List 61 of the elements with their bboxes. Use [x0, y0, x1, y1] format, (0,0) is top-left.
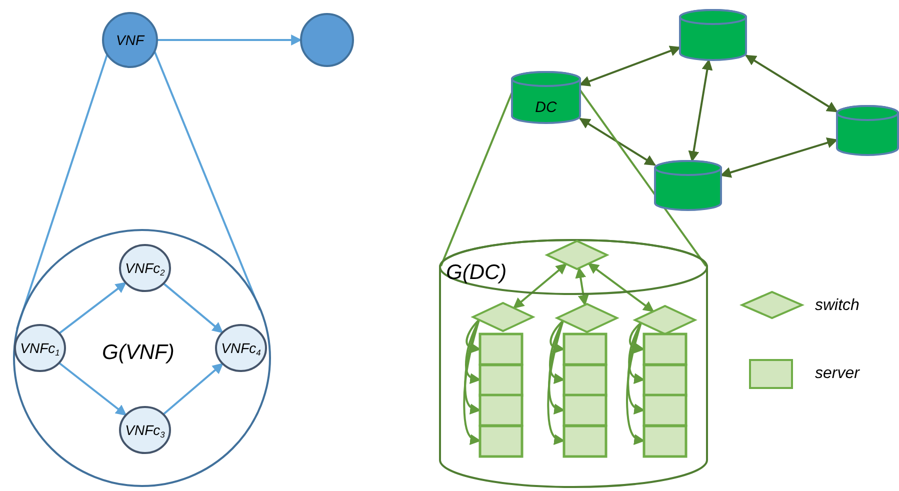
- component-circle: [120, 245, 170, 291]
- cluster-cylinder: [440, 240, 707, 487]
- node-label: VNFc$_{1}$: [20, 341, 60, 355]
- server-box: [644, 334, 686, 364]
- arrow: [157, 34, 302, 46]
- server-box: [480, 334, 522, 364]
- switch-diamond: [473, 303, 533, 331]
- graph-circle: [14, 230, 270, 486]
- server-box: [564, 334, 606, 364]
- function-circle: [103, 13, 157, 67]
- arrow: [626, 322, 646, 445]
- component-circle: [216, 325, 266, 371]
- arrow: [578, 46, 682, 86]
- server-box: [564, 426, 606, 456]
- arrow: [162, 362, 224, 416]
- arrow: [720, 137, 838, 178]
- server-box: [644, 364, 686, 395]
- server-box: [480, 426, 522, 456]
- arrow: [550, 320, 566, 354]
- circle: [301, 14, 353, 66]
- node-label: DC: [535, 100, 557, 115]
- node-label: G(DC): [446, 262, 507, 283]
- arrow: [575, 266, 589, 306]
- node-label: VNFc$_{4}$: [221, 341, 261, 355]
- switch-diamond: [557, 304, 617, 332]
- datacenter-cylinder: [655, 161, 721, 210]
- datacenter-cylinder: [837, 106, 898, 155]
- arrow: [579, 118, 656, 166]
- server-box: [480, 364, 522, 395]
- node-label: VNFc$_{3}$: [125, 423, 165, 437]
- connector-line: [153, 50, 261, 310]
- datacenter-cylinder: [680, 10, 746, 60]
- legend-label: server: [815, 366, 860, 382]
- component-circle: [120, 407, 170, 453]
- datacenter-cylinder: [512, 72, 580, 123]
- arrow: [58, 362, 127, 416]
- arrow: [463, 320, 482, 445]
- connector-line: [579, 89, 707, 267]
- arrow: [588, 262, 654, 312]
- switch-diamond: [547, 241, 607, 269]
- arrow: [466, 319, 482, 354]
- arrow: [162, 282, 224, 334]
- server-box: [644, 426, 686, 456]
- arrow: [512, 263, 568, 309]
- server-box: [480, 395, 522, 426]
- arrow: [58, 282, 127, 334]
- node-label: VNFc$_{2}$: [125, 261, 165, 275]
- arrow: [628, 322, 646, 354]
- server-box: [564, 395, 606, 426]
- node-label: G(VNF): [102, 342, 174, 363]
- switch-diamond: [635, 306, 695, 334]
- legend-label: switch: [815, 298, 860, 314]
- arrow: [464, 319, 482, 414]
- arrow: [745, 54, 838, 112]
- server-box: [644, 395, 686, 426]
- arrow: [627, 322, 646, 414]
- component-circle: [15, 325, 65, 371]
- server-box: [564, 364, 606, 395]
- arrow: [547, 320, 566, 445]
- node-label: VNF: [116, 33, 144, 47]
- arrow: [688, 58, 713, 162]
